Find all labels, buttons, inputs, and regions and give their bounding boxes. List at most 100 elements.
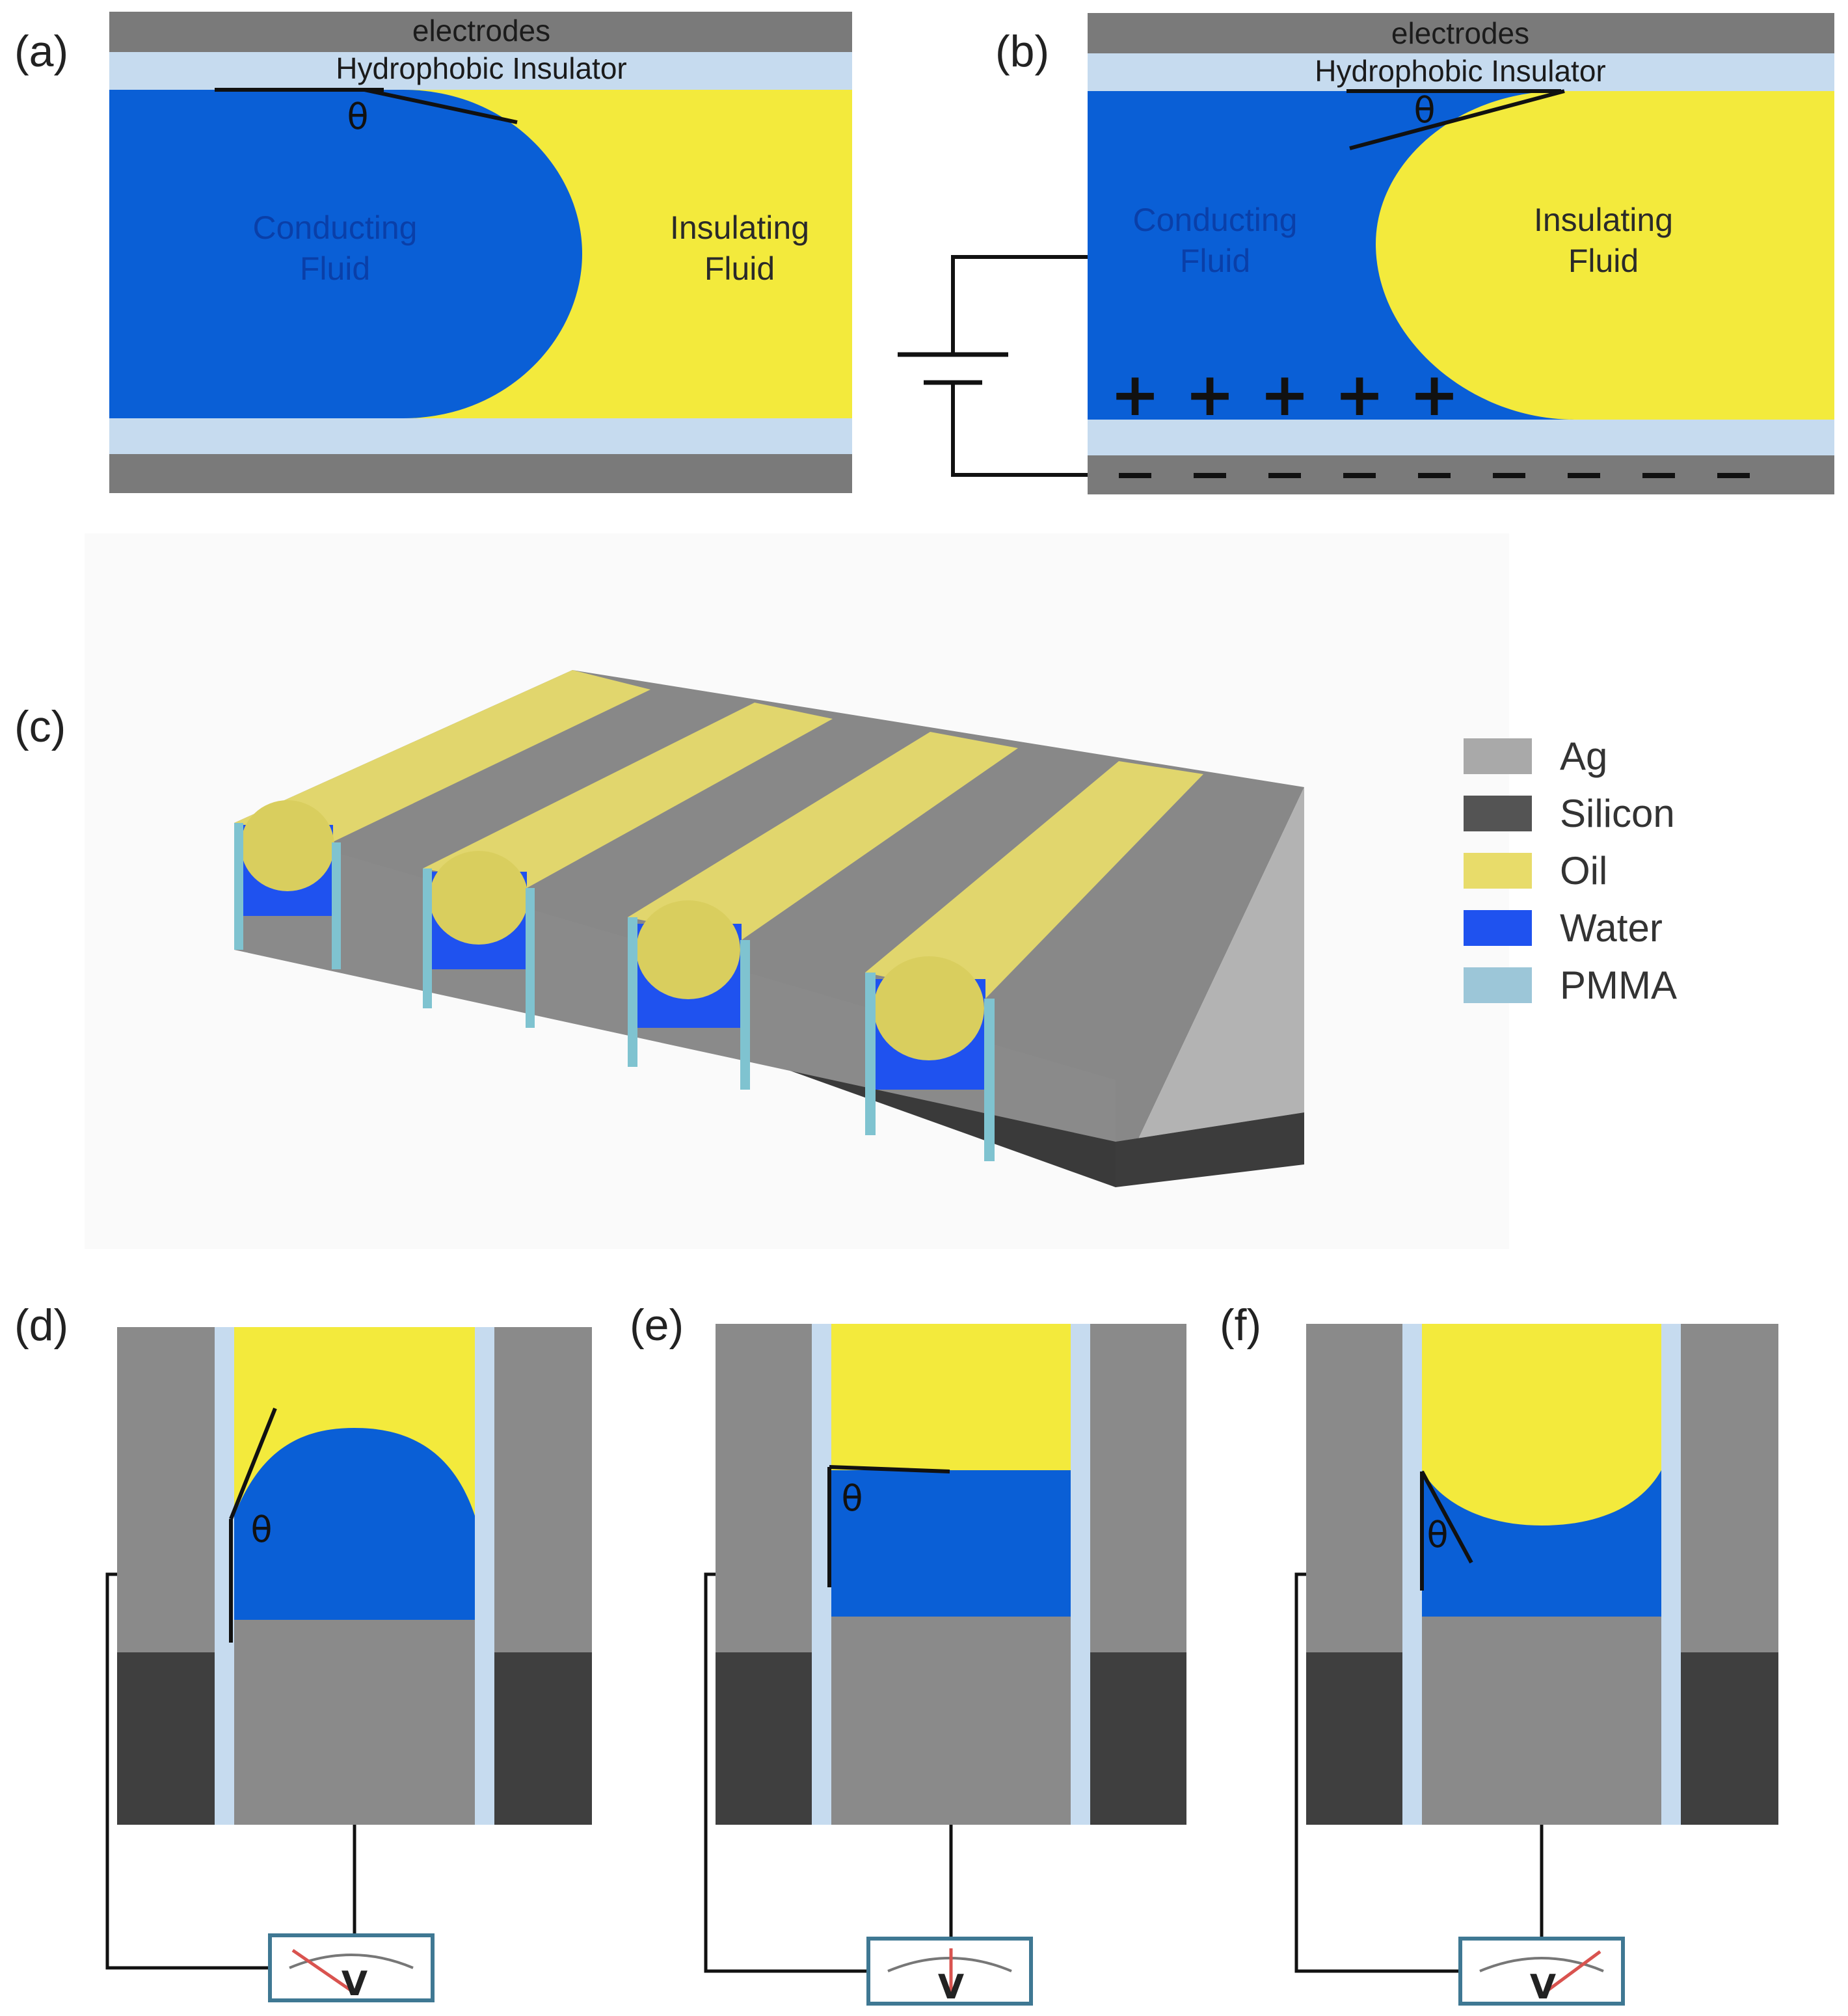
panel-e-label: (e) bbox=[630, 1300, 684, 1350]
voltmeter-needle bbox=[1542, 1950, 1601, 1996]
water-region bbox=[831, 1470, 1071, 1617]
minus-charge bbox=[1418, 473, 1451, 478]
panel-a: (a) electrodes Hydrophobic Insulator θ C… bbox=[14, 12, 852, 493]
silicon-left bbox=[716, 1652, 812, 1825]
pmma-wall bbox=[423, 868, 432, 1008]
bottom-insulator bbox=[1088, 420, 1834, 455]
plus-charge: + bbox=[1185, 360, 1235, 429]
legend-swatch bbox=[1464, 738, 1532, 774]
oil-channel bbox=[865, 761, 1203, 999]
voltmeter-symbol: V bbox=[1530, 1968, 1556, 2007]
panel-b-label: (b) bbox=[995, 27, 1049, 76]
panel-c-label: (c) bbox=[14, 702, 66, 751]
top-insulator bbox=[109, 52, 852, 90]
electrodes-label: electrodes bbox=[1391, 16, 1529, 50]
oil-channel bbox=[423, 703, 833, 888]
circuit-wire-left bbox=[105, 1572, 270, 1970]
conducting-fluid-droplet bbox=[109, 90, 582, 418]
minus-charge bbox=[1717, 473, 1750, 478]
silicon-right bbox=[1681, 1652, 1778, 1825]
circuit-wire-top bbox=[951, 255, 1088, 355]
panel-c: (c) bbox=[14, 533, 1677, 1249]
pmma-wall bbox=[526, 888, 535, 1028]
device-right-silicon bbox=[1116, 1112, 1304, 1187]
contact-tangent bbox=[364, 88, 518, 124]
minus-charge bbox=[1493, 473, 1525, 478]
ag-electrode-right bbox=[494, 1327, 592, 1652]
theta-symbol: θ bbox=[1413, 90, 1435, 131]
device-right-face bbox=[1116, 787, 1304, 1187]
circuit-wire-left bbox=[704, 1572, 868, 1973]
legend-swatch bbox=[1464, 853, 1532, 889]
theta-symbol: θ bbox=[841, 1478, 863, 1519]
legend-label: Ag bbox=[1560, 734, 1607, 778]
oil-droplet bbox=[1422, 1324, 1661, 1525]
ag-electrode-left bbox=[716, 1324, 812, 1652]
insulating-fluid-label-2: Fluid bbox=[1568, 243, 1639, 279]
top-insulator bbox=[1088, 53, 1834, 91]
conducting-fluid-label-1: Conducting bbox=[1133, 202, 1298, 238]
silicon-right bbox=[1090, 1652, 1186, 1825]
minus-charge bbox=[1119, 473, 1151, 478]
minus-charge bbox=[1343, 473, 1376, 478]
panel-a-label: (a) bbox=[14, 27, 68, 76]
legend-label: PMMA bbox=[1560, 963, 1677, 1007]
insulating-fluid-label-1: Insulating bbox=[1534, 202, 1673, 238]
pmma-wall bbox=[984, 999, 995, 1161]
oil-meniscus bbox=[429, 851, 528, 945]
top-electrode bbox=[109, 12, 852, 52]
ag-electrode-left bbox=[1306, 1324, 1402, 1652]
top-electrode bbox=[1088, 13, 1834, 53]
silicon-left bbox=[1306, 1652, 1402, 1825]
pmma-wall-right bbox=[475, 1327, 494, 1825]
pmma-wall-right bbox=[1071, 1324, 1090, 1825]
silicon-right bbox=[494, 1652, 592, 1825]
channel-4 bbox=[865, 761, 1203, 1161]
voltmeter: V bbox=[866, 1937, 1033, 2007]
panel-e: (e) θ V bbox=[630, 1300, 1186, 2007]
ag-electrode-right bbox=[1090, 1324, 1186, 1652]
legend-label: Water bbox=[1560, 906, 1663, 950]
voltmeter-scale bbox=[1479, 1957, 1604, 1972]
panel-b: (b) electrodes Hydrophobic Insulator θ C… bbox=[898, 13, 1834, 494]
contact-tangent bbox=[1349, 89, 1565, 150]
panel-f: (f) θ V bbox=[1220, 1300, 1778, 2007]
bottom-electrode bbox=[109, 454, 852, 493]
circuit-wire-left bbox=[1294, 1572, 1460, 1973]
legend-label: Silicon bbox=[1560, 792, 1675, 835]
voltmeter-needle bbox=[291, 1948, 353, 1993]
panel-f-label: (f) bbox=[1220, 1300, 1261, 1350]
insulator-label: Hydrophobic Insulator bbox=[1315, 54, 1605, 88]
center-electrode bbox=[234, 1620, 475, 1825]
panel-d: (d) θ V bbox=[14, 1300, 592, 2004]
contact-tangent bbox=[1420, 1470, 1473, 1564]
voltmeter-scale bbox=[289, 1954, 414, 1969]
minus-charge bbox=[1268, 473, 1301, 478]
theta-symbol: θ bbox=[1426, 1514, 1448, 1555]
plus-charge: + bbox=[1259, 360, 1309, 429]
insulating-fluid-label-2: Fluid bbox=[704, 250, 775, 287]
center-electrode bbox=[1422, 1617, 1661, 1825]
oil-meniscus bbox=[636, 900, 740, 999]
pmma-wall-right bbox=[1661, 1324, 1681, 1825]
channel-1 bbox=[234, 670, 650, 969]
insulating-fluid-label-1: Insulating bbox=[670, 209, 809, 246]
oil-region bbox=[831, 1324, 1071, 1470]
pmma-wall bbox=[332, 842, 341, 969]
plus-charge: + bbox=[1409, 360, 1459, 429]
channel-2 bbox=[423, 703, 833, 1028]
legend-label: Oil bbox=[1560, 849, 1607, 893]
insulating-fluid-droplet bbox=[1376, 91, 1834, 420]
voltmeter: V bbox=[268, 1933, 435, 2004]
plus-charge: + bbox=[1110, 360, 1160, 429]
legend-swatch bbox=[1464, 967, 1532, 1003]
voltmeter-box bbox=[1458, 1937, 1625, 2006]
center-electrode bbox=[831, 1617, 1071, 1825]
voltmeter: V bbox=[1458, 1937, 1625, 2007]
insulator-label: Hydrophobic Insulator bbox=[336, 51, 626, 85]
pmma-wall-left bbox=[1402, 1324, 1422, 1825]
voltmeter-symbol: V bbox=[938, 1968, 964, 2007]
water-droplet bbox=[234, 1428, 475, 1620]
oil-channel bbox=[234, 670, 650, 842]
